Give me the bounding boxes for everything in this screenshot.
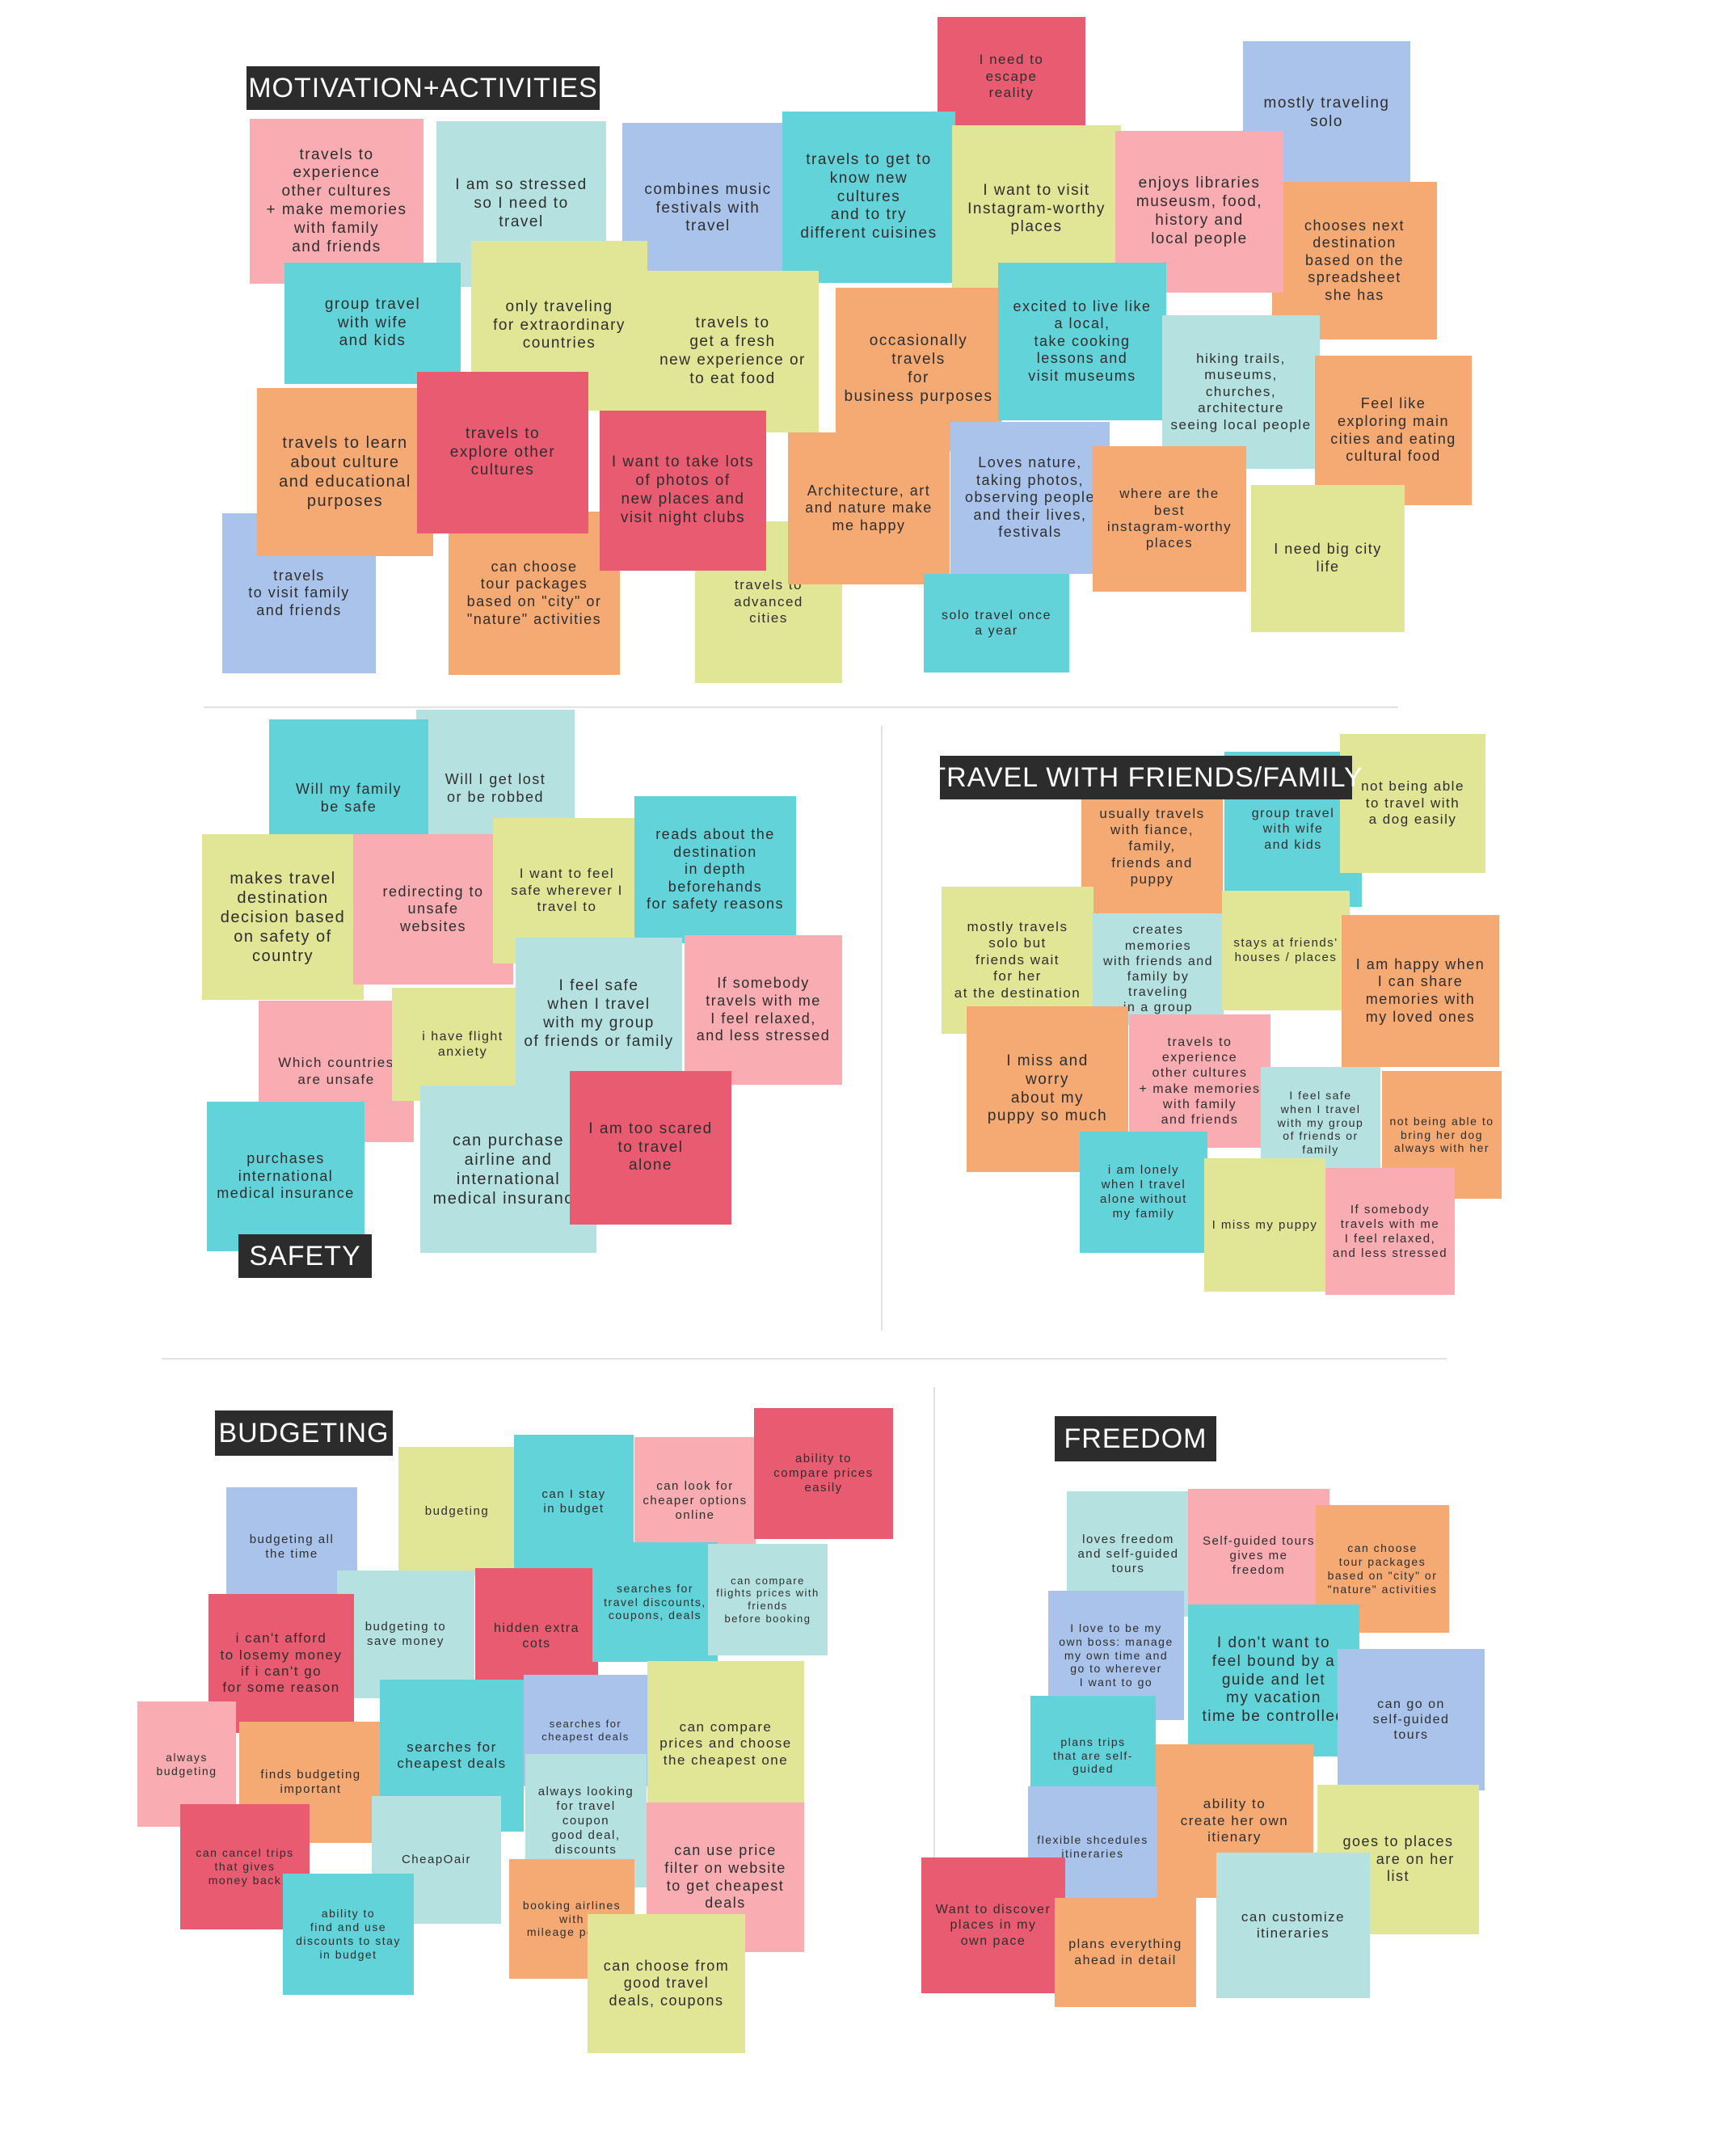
sticky-note: travels to explore other cultures [417,372,588,533]
sticky-note: budgeting all the time [226,1487,357,1607]
sticky-note: ability to compare prices easily [754,1408,893,1539]
sticky-note: I feel safe when I travel with my group … [1261,1067,1380,1179]
sticky-note: occasionally travels for business purpos… [836,288,1001,451]
sticky-note: can compare prices and choose the cheape… [647,1661,804,1827]
sticky-note: i am lonely when I travel alone without … [1080,1132,1207,1253]
sticky-note: reads about the destination in depth bef… [634,796,796,943]
sticky-note: I need big city life [1251,485,1405,632]
sticky-note: excited to live like a local, take cooki… [998,263,1166,420]
sticky-note: not being able to travel with a dog easi… [1340,734,1485,873]
sticky-note: can choose tour packages based on "city"… [449,512,620,675]
sticky-note: I am happy when I can share memories wit… [1342,915,1499,1067]
divider-bottom-vertical [933,1387,935,1989]
sticky-note: I need to escape reality [938,17,1085,137]
sticky-note: budgeting [398,1447,516,1576]
sticky-note: chooses next destination based on the sp… [1272,182,1437,339]
sticky-note: If somebody travels with me I feel relax… [685,935,842,1085]
sticky-note: enjoys libraries museusm, food, history … [1115,131,1283,293]
sticky-note: Self-guided tours gives me freedom [1188,1489,1329,1622]
divider-bottom-horizontal [162,1358,1447,1360]
sticky-note: can purchase airline and international m… [420,1086,596,1253]
cluster-title-budgeting: BUDGETING [215,1410,393,1456]
sticky-note: usually travels with fiance, family, fri… [1081,780,1223,913]
sticky-note: can compare flights prices with friends … [708,1544,828,1655]
sticky-note: purchases international medical insuranc… [207,1102,364,1251]
cluster-title-safety: SAFETY [238,1234,372,1278]
sticky-note: Feel like exploring main cities and eati… [1315,356,1472,505]
sticky-note: I don't want to feel bound by a guide an… [1188,1604,1359,1756]
sticky-note: I feel safe when I travel with my group … [516,938,682,1091]
sticky-note: I want to take lots of photos of new pla… [600,411,766,571]
sticky-note: travels to get to know new cultures and … [782,112,955,283]
sticky-note: Loves nature, taking photos, observing p… [950,422,1110,574]
sticky-note: makes travel destination decision based … [202,834,364,1000]
cluster-title-motivation: MOTIVATION+ACTIVITIES [246,66,600,110]
sticky-note: solo travel once a year [924,574,1069,673]
sticky-note: redirecting to unsafe websites [353,834,513,985]
sticky-note: budgeting to save money [337,1571,474,1698]
cluster-title-friends-family: TRAVEL WITH FRIENDS/FAMILY [929,756,1363,799]
sticky-note: searches for travel discounts, coupons, … [592,1542,718,1662]
divider-middle-vertical [881,726,883,1330]
sticky-note: travels to experience other cultures + m… [1129,1014,1270,1148]
sticky-note: I miss my puppy [1204,1158,1325,1292]
sticky-note: Architecture, art and nature make me hap… [788,432,950,584]
cluster-title-freedom: FREEDOM [1055,1416,1216,1461]
sticky-note: Want to discover places in my own pace [921,1857,1065,1993]
sticky-note: If somebody travels with me I feel relax… [1325,1168,1455,1295]
sticky-note: can customize itineraries [1216,1853,1370,1998]
sticky-note: i have flight anxiety [392,988,533,1101]
sticky-note: mostly traveling solo [1243,41,1410,185]
sticky-note: travels to experience other cultures + m… [250,119,423,284]
sticky-note: group travel with wife and kids [284,263,461,384]
sticky-note: travels to learn about culture and educa… [257,388,433,556]
sticky-note: can go on self-guided tours [1338,1649,1485,1790]
divider-top-horizontal [204,706,1398,708]
sticky-note: can choose from good travel deals, coupo… [588,1914,745,2053]
sticky-note: travels to get a fresh new experience or… [647,271,819,432]
sticky-note: I am too scared to travel alone [570,1071,731,1225]
sticky-note: plans everything ahead in detail [1055,1898,1196,2007]
sticky-note: ability to find and use discounts to sta… [283,1874,414,1995]
sticky-note: where are the best instagram-worthy plac… [1093,446,1246,592]
sticky-note: stays at friends' houses / places [1222,891,1350,1010]
sticky-note: hiking trails, museums, churches, archit… [1162,315,1320,469]
sticky-note: combines music festivals with travel [622,123,794,294]
